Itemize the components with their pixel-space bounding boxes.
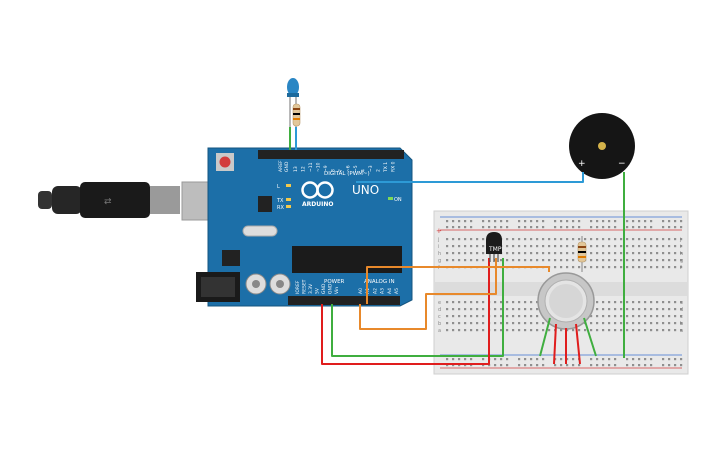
- row-letter-bottom-2: c: [438, 314, 441, 320]
- row-letter-top-3: g: [438, 258, 441, 264]
- power-pin-label-0: IOREF: [295, 280, 301, 294]
- power-pin-label-1: RESET: [302, 279, 308, 294]
- row-letter-top-right-4: f: [680, 265, 682, 271]
- digital-pin-label-7: ~6: [346, 165, 352, 172]
- digital-pin-label-4: ~9: [323, 165, 329, 172]
- board-brand-label: ARDUINO: [302, 201, 333, 208]
- gnd-pin-label: GND: [284, 161, 290, 172]
- digital-pin-label-10: ~3: [368, 165, 374, 172]
- wire-green-sensor-right: [583, 317, 597, 357]
- digital-pin-label-5: 8: [331, 169, 337, 172]
- wire-red-sensor-1: [553, 323, 557, 365]
- row-letter-bottom-right-1: d: [680, 307, 683, 313]
- wire-blue-buzzer: [356, 172, 584, 183]
- temperature-sensor: TMP: [486, 232, 502, 254]
- board-model-label: UNO: [352, 183, 379, 197]
- wire-red-5v: [321, 258, 490, 365]
- arduino-logo-icon: [301, 181, 334, 199]
- row-letter-bottom-right-2: c: [680, 314, 683, 320]
- row-letter-bottom-right-0: e: [680, 300, 683, 306]
- row-letter-bottom-3: b: [438, 321, 441, 327]
- rail-plus-sign: +: [436, 227, 442, 235]
- usb-icon: ⇄: [104, 197, 112, 207]
- row-letter-top-2: h: [438, 251, 441, 257]
- digital-header-label: DIGITAL (PWM~): [324, 171, 370, 177]
- row-letter-top-right-0: j: [679, 237, 681, 243]
- reset-button: [219, 156, 231, 168]
- row-letter-top-1: i: [438, 244, 439, 250]
- wire-green-gnd: [331, 258, 504, 357]
- wire-orange-a1: [366, 266, 550, 304]
- row-letter-top-0: j: [437, 237, 439, 243]
- analog-pin-label-3: A3: [380, 288, 386, 294]
- power-pin-label-6: Vin: [334, 287, 340, 294]
- row-letter-bottom-right-4: a: [680, 328, 683, 334]
- analog-pin-label-2: A2: [372, 288, 378, 294]
- led-resistor: [292, 103, 301, 127]
- buzzer-plus-label: +: [578, 159, 586, 169]
- row-letter-bottom-0: e: [438, 300, 441, 306]
- digital-pin-label-9: 4: [361, 169, 367, 172]
- tx-led-label: TX: [276, 198, 284, 204]
- analog-pin-label-5: A5: [394, 288, 400, 294]
- power-pin-label-4: GND: [321, 283, 327, 294]
- l-led-label: L: [277, 184, 280, 190]
- digital-pin-label-6: 7: [338, 169, 344, 172]
- digital-pin-label-1: 12: [301, 166, 307, 172]
- power-header-label: POWER: [324, 279, 345, 285]
- rx-led-label: RX: [277, 205, 284, 211]
- digital-pin-label-2: ~11: [308, 162, 314, 172]
- row-letter-top-right-2: h: [680, 251, 683, 257]
- analog-pin-label-4: A4: [387, 288, 393, 294]
- digital-pin-label-3: ~10: [316, 162, 322, 172]
- row-letter-top-right-3: g: [680, 258, 683, 264]
- arduino-board: UNO ARDUINO DIGITAL (PWM~) ANALOG IN POW…: [196, 147, 413, 307]
- power-pin-label-3: 5V: [315, 287, 321, 294]
- analog-pin-label-1: A1: [365, 288, 371, 294]
- analog-pin-label-0: A0: [358, 288, 364, 294]
- row-letter-bottom-4: a: [438, 328, 441, 334]
- digital-pin-label-12: TX 1: [383, 162, 389, 173]
- wire-orange-a0: [359, 258, 497, 330]
- wire-red-sensor-3: [575, 323, 581, 365]
- digital-pin-label-8: ~5: [353, 165, 359, 172]
- sensor-resistor: [577, 236, 587, 272]
- digital-pin-label-13: RX 0: [391, 161, 397, 172]
- power-pin-label-2: 3.3V: [308, 283, 314, 294]
- row-letter-bottom-right-3: b: [680, 321, 683, 327]
- wires: [289, 127, 625, 365]
- piezo-buzzer: + −: [569, 113, 635, 179]
- digital-pin-label-11: 2: [376, 169, 382, 172]
- digital-pin-label-0: 13: [293, 166, 299, 172]
- row-letter-top-right-1: i: [680, 244, 681, 250]
- wire-green-sensor-left: [539, 317, 551, 357]
- on-led-label: ON: [394, 197, 402, 203]
- temp-sensor-label: TMP: [488, 246, 502, 253]
- aref-pin-label: AREF: [278, 160, 284, 172]
- row-letter-bottom-1: d: [438, 307, 441, 313]
- power-pin-label-5: GND: [328, 283, 334, 294]
- buzzer-minus-label: −: [618, 159, 626, 169]
- analog-header-label: ANALOG IN: [364, 279, 395, 285]
